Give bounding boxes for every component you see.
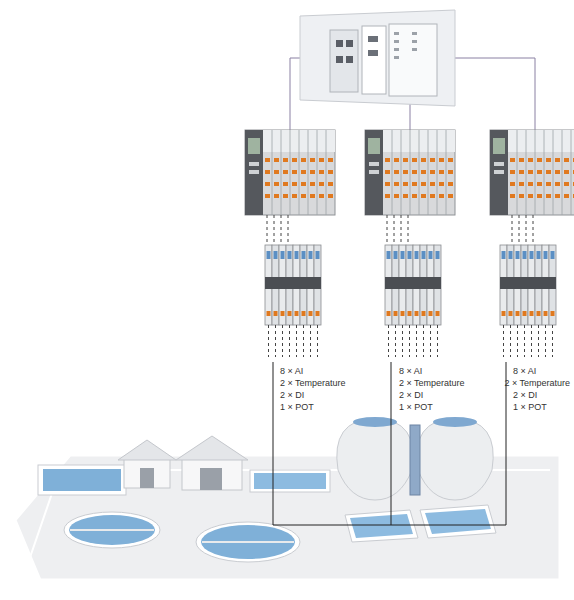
signal-count: 1 × POT (513, 402, 547, 413)
signal-count: 2 × Temperature (504, 378, 570, 389)
signal-count: 2 × Temperature (399, 378, 465, 389)
signal-count: 2 × Temperature (280, 378, 346, 389)
signal-count: 8 × AI (280, 366, 303, 377)
signal-count: 8 × AI (513, 366, 536, 377)
signal-count: 1 × POT (280, 402, 314, 413)
signal-count: 2 × DI (513, 390, 537, 401)
signal-count: 2 × DI (399, 390, 423, 401)
signal-count: 2 × DI (280, 390, 304, 401)
signal-count: 8 × AI (399, 366, 422, 377)
signal-count: 1 × POT (399, 402, 433, 413)
